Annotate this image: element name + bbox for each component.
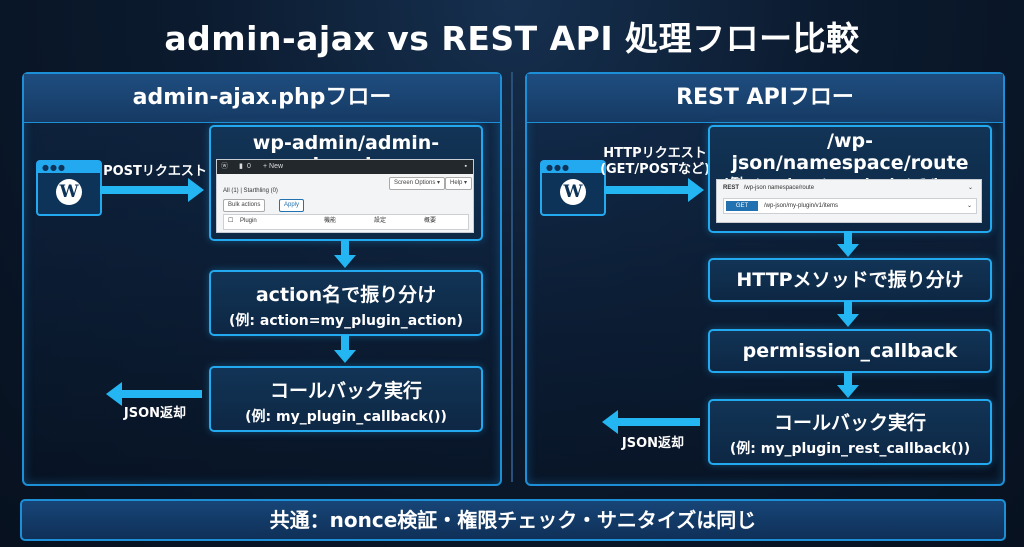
arrow-down-icon [334, 240, 356, 268]
route-input[interactable]: GET /wp-json/my-plugin/v1/items ⌄ [723, 198, 977, 214]
callback-exec-box: コールバック実行 (例: my_plugin_callback()) [209, 366, 483, 432]
arrow-down-icon [837, 372, 859, 398]
panel-divider [511, 72, 513, 482]
rest-api-panel-header: REST APIフロー [527, 74, 1003, 123]
arrow-right-icon [100, 178, 204, 202]
wp-admin-screenshot: ⓦ ▮ 0 + New ▪ Screen Options ▾ Help ▾ Al… [216, 159, 474, 233]
wordpress-logo-icon: W [56, 179, 82, 205]
rest-callback-exec-box: コールバック実行 (例: my_plugin_rest_callback()) [708, 399, 992, 465]
browser-icon: ●●● W [36, 160, 102, 216]
http-method-dispatch-box: HTTPメソッドで振り分け [708, 258, 992, 302]
chevron-down-icon[interactable]: ⌄ [967, 185, 973, 191]
admin-ajax-panel-header: admin-ajax.phpフロー [24, 74, 500, 123]
chevron-down-icon[interactable]: ⌄ [966, 203, 972, 209]
permission-callback-box: permission_callback [708, 329, 992, 373]
arrow-left-icon [602, 410, 700, 434]
json-return-label: JSON返却 [621, 436, 685, 451]
wordpress-logo-icon: W [560, 179, 586, 205]
arrow-down-icon [837, 301, 859, 327]
rest-console-screenshot: REST /wp-json namespace/route ⌄ GET /wp-… [716, 179, 982, 223]
admin-ajax-endpoint-box: wp-admin/admin-ajax.php ⓦ ▮ 0 + New ▪ Sc… [209, 125, 483, 241]
help-button[interactable]: Help ▾ [445, 177, 473, 190]
bulk-actions-select[interactable]: Bulk actions [223, 199, 266, 212]
get-method-badge[interactable]: GET [726, 201, 758, 211]
http-request-label: HTTPリクエスト (GET/POSTなど) [600, 146, 710, 177]
arrow-down-icon [837, 231, 859, 257]
admin-bar: ⓦ ▮ 0 + New ▪ [217, 160, 473, 174]
plugin-table: ☐ Plugin 機能 設定 概要 [223, 214, 469, 230]
post-request-label: POSTリクエスト [103, 164, 207, 179]
apply-button[interactable]: Apply [279, 199, 305, 212]
screen-options-button[interactable]: Screen Options ▾ [389, 177, 446, 190]
action-dispatch-box: action名で振り分け (例: action=my_plugin_action… [209, 270, 483, 336]
page-title: admin-ajax vs REST API 処理フロー比較 [164, 19, 860, 58]
filter-links[interactable]: All (1) | Starthling (0) [223, 188, 278, 194]
arrow-down-icon [334, 335, 356, 363]
common-footer-banner: 共通：nonce検証・権限チェック・サニタイズは同じ [20, 499, 1006, 541]
arrow-left-icon [106, 382, 202, 406]
arrow-right-icon [604, 178, 704, 202]
rest-endpoint-box: /wp-json/namespace/route (例: /wp-json/my… [708, 125, 992, 233]
browser-icon: ●●● W [540, 160, 606, 216]
json-return-label: JSON返却 [123, 406, 187, 421]
